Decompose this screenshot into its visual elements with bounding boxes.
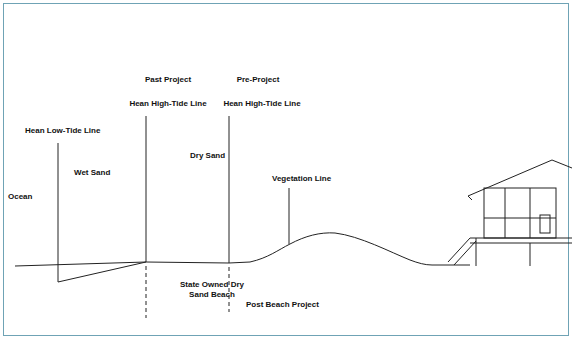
diagram-label: Pre-Project: [237, 75, 280, 85]
diagram-label: Hean High-Tide Line: [129, 99, 206, 109]
frame: [4, 4, 569, 336]
diagram-label: Dry Sand: [190, 151, 225, 161]
diagram-label: Vegetation Line: [272, 174, 331, 184]
diagram-label: State Owned Dry Sand Beach: [177, 280, 247, 300]
diagram-label: Hean High-Tide Line: [223, 99, 300, 109]
ground: [15, 233, 470, 282]
diagram-label: Post Beach Project: [246, 300, 319, 310]
diagram-label: Ocean: [8, 192, 32, 202]
diagram-label: Hean Low-Tide Line: [25, 126, 100, 136]
diagram-label: Past Project: [145, 75, 191, 85]
diagram-label: Wet Sand: [74, 168, 110, 178]
house: [448, 160, 572, 266]
marker-lines: [58, 116, 289, 318]
